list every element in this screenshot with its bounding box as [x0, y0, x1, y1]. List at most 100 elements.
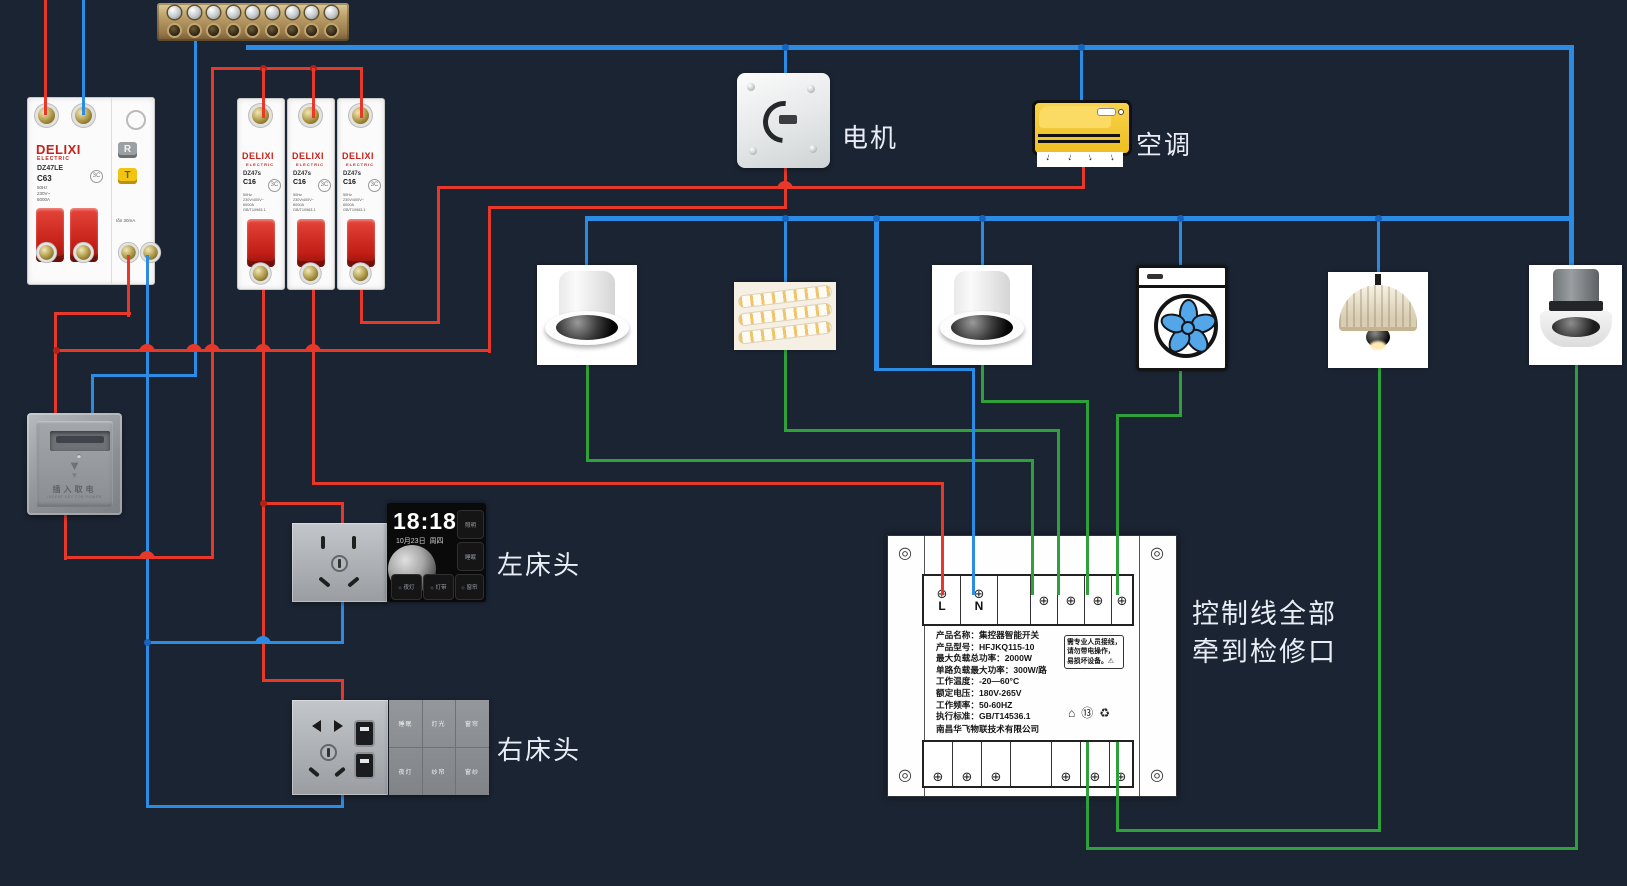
wire-segment — [194, 38, 197, 377]
wire-segment — [941, 482, 944, 595]
breaker-model: DZ47s — [343, 171, 362, 177]
wire-segment — [146, 318, 149, 808]
terminal-ch2: ⊕ — [1058, 576, 1085, 624]
clock-date: 10月23日 周四 — [396, 536, 443, 546]
brand-sub: ELECTRIC — [296, 162, 324, 167]
panel-button-curtain[interactable]: ◇窗帘 — [455, 574, 484, 600]
card-slot-opening — [56, 436, 104, 443]
ac-airflow-arrows: ↓ ↓ ↓ ↓ — [1037, 152, 1123, 167]
socket-round-pin — [320, 744, 337, 761]
panel-button-striplight[interactable]: ◇灯带 — [423, 574, 454, 600]
breaker-handle[interactable] — [247, 219, 275, 267]
screw-dot-icon — [809, 145, 817, 153]
wire-junction-dot — [781, 214, 789, 222]
socket-round-pin — [331, 555, 348, 572]
terminal-hole-icon — [325, 25, 337, 36]
left-bedside-socket — [292, 523, 387, 602]
reset-button[interactable]: R — [118, 142, 137, 158]
test-button[interactable]: T — [118, 168, 137, 184]
wire-hop — [139, 344, 155, 352]
brand-sub: ELECTRIC — [246, 162, 274, 167]
right-bedside-switch-panel: 睡眠 灯光 窗帘 夜灯 纱帘 窗纱 — [389, 700, 489, 795]
switch-button[interactable]: 窗纱 — [464, 769, 479, 776]
wire-segment — [981, 218, 984, 268]
usb-port — [356, 722, 373, 745]
breaker-spec: 230V/400V~ — [293, 198, 315, 202]
terminal-hole-icon — [286, 25, 298, 36]
wire-segment — [1116, 829, 1381, 832]
breaker-spec: 50Hz — [293, 193, 302, 197]
screw-terminal-icon — [252, 265, 269, 282]
panel-button-nightlight[interactable]: ◇夜灯 — [391, 574, 422, 600]
clock-time: 18:18 — [393, 508, 457, 534]
breaker-rating: C16 — [243, 179, 256, 186]
terminal-screw-icon — [226, 6, 240, 19]
breaker-handle[interactable] — [347, 219, 375, 267]
pendant-stem — [1375, 274, 1381, 285]
keycard-power-switch[interactable]: ▼ ▼ 插入取电 INSERT KEY FOR POWER — [27, 413, 122, 515]
controller-note-line2: 牵到检修口 — [1192, 637, 1337, 667]
usb-port — [356, 754, 373, 777]
socket-pin-slot — [312, 720, 321, 732]
breaker-spec: 6000A — [37, 197, 51, 202]
fan-switch-dash-icon — [1147, 274, 1163, 279]
wire-segment — [341, 793, 344, 807]
breaker-model: DZ47LE — [37, 165, 64, 172]
screw-terminal-icon — [302, 265, 319, 282]
mount-screw-icon: ◎ — [898, 545, 912, 562]
switch-button[interactable]: 灯光 — [422, 700, 456, 748]
wire-segment — [312, 482, 944, 485]
switch-button[interactable]: 纱帘 — [422, 747, 456, 795]
wire-segment — [360, 321, 440, 324]
wire-segment — [784, 218, 787, 284]
controller-ear-line — [924, 536, 925, 796]
socket-pin-slot — [334, 766, 346, 778]
brand-logo: DELIXI — [242, 151, 275, 161]
chevron-logo-icon: ▼ — [68, 458, 81, 473]
switch-button[interactable]: 窗帘 — [455, 700, 489, 748]
panel-button-light[interactable]: 照明 — [457, 510, 484, 539]
usb-tongue — [360, 759, 369, 763]
terminal-hole-icon — [169, 25, 181, 36]
wire-segment — [981, 400, 1089, 403]
breaker-divider — [111, 98, 112, 284]
socket-pin-slot — [318, 576, 331, 588]
screw-terminal-icon — [352, 265, 369, 282]
wire-segment — [262, 679, 344, 682]
wire-segment — [54, 312, 57, 416]
mcb-breaker-3: DELIXI ELECTRIC DZ47s C16 3C 50Hz 230V/4… — [337, 98, 385, 290]
breaker-spec: GB/T10963.1 — [293, 208, 316, 212]
breaker-handle[interactable] — [297, 219, 325, 267]
wire-segment — [360, 68, 363, 118]
wire-junction-dot — [781, 43, 789, 51]
wire-segment — [488, 207, 491, 353]
wire-segment — [341, 679, 344, 707]
brand-sub: ELECTRIC — [37, 156, 70, 162]
motor-label: 电机 — [842, 123, 899, 153]
socket-pin-slot — [334, 720, 343, 732]
breaker-round-detail — [126, 110, 146, 130]
switch-button[interactable]: 睡眠 — [389, 700, 423, 748]
panel-button-sleep[interactable]: 睡眠 — [457, 542, 484, 571]
wire-hop — [204, 344, 220, 352]
controller-spec-line: 最大负载总功率：2000W — [936, 653, 1032, 664]
wire-segment — [874, 218, 879, 371]
terminal-ch1: ⊕ — [1031, 576, 1058, 624]
wire-junction-dot — [143, 638, 151, 646]
controller-spec-line: 执行标准：GB/T14536.1 — [936, 711, 1031, 722]
wire-segment — [488, 206, 787, 209]
airflow-arrow-icon: ↓ — [1108, 151, 1116, 164]
downlight-cone-icon — [951, 315, 1013, 340]
wire-junction-dot — [52, 346, 60, 354]
warning-line: 需专业人员接线， — [1067, 639, 1122, 646]
terminal-ch4: ⊕ — [1116, 592, 1128, 608]
wire-segment — [211, 67, 363, 70]
wire-segment — [54, 349, 491, 352]
downlight-1 — [537, 265, 637, 365]
downlight-band — [1548, 301, 1603, 311]
wire-segment — [1080, 47, 1083, 102]
breaker-rating: C63 — [37, 174, 52, 183]
terminal-hole-icon — [208, 25, 220, 36]
switch-button[interactable]: 夜灯 — [389, 747, 423, 795]
